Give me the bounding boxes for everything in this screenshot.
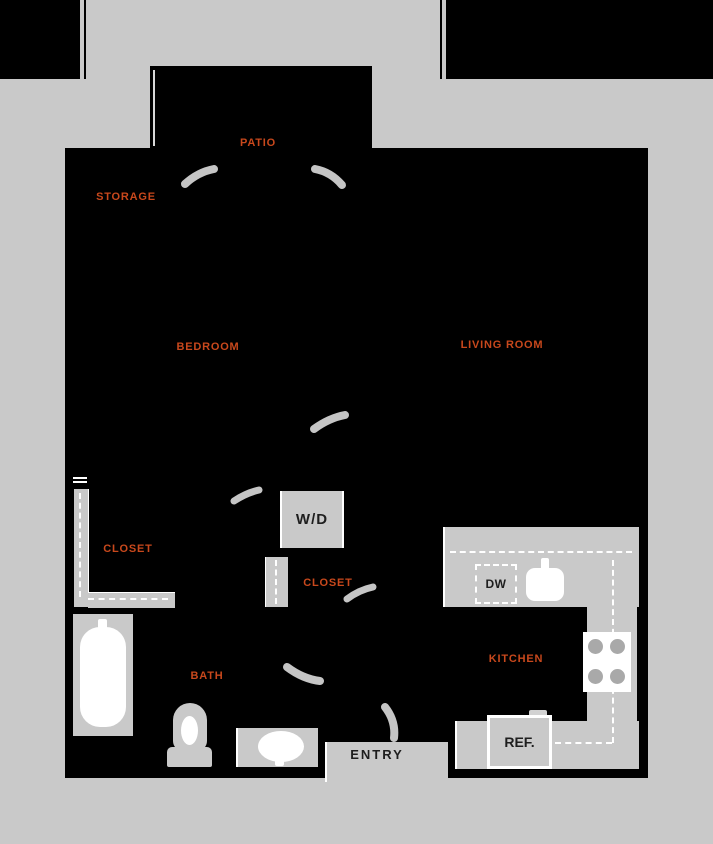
bathroom-vanity bbox=[236, 728, 318, 767]
entry-label: ENTRY bbox=[350, 747, 404, 762]
closet-shelf-vertical bbox=[74, 489, 89, 607]
wall-hairline-right bbox=[440, 0, 442, 79]
hall-closet-shelf bbox=[265, 557, 288, 607]
neighbor-block-top-left bbox=[0, 0, 80, 79]
bathtub-basin bbox=[80, 627, 126, 727]
closet-hall-label: CLOSET bbox=[303, 577, 353, 589]
bedroom-label: BEDROOM bbox=[176, 341, 240, 353]
closet-bedroom-label: CLOSET bbox=[103, 543, 153, 555]
living-room-label: LIVING ROOM bbox=[460, 339, 544, 351]
unit-body bbox=[65, 148, 648, 778]
closet-door-jamb-mark bbox=[73, 481, 87, 483]
kitchen-sink bbox=[526, 568, 564, 601]
stove-burner bbox=[610, 669, 625, 684]
washer-dryer-label: W/D bbox=[295, 511, 329, 528]
neighbor-block-top-right bbox=[446, 0, 713, 79]
toilet-tank bbox=[167, 747, 212, 767]
patio-label: PATIO bbox=[240, 137, 276, 149]
kitchen-faucet bbox=[541, 558, 549, 572]
closet-shelf-horizontal bbox=[88, 592, 175, 608]
dishwasher-label: DW bbox=[485, 577, 507, 591]
bathroom-faucet bbox=[275, 749, 284, 766]
kitchen-label: KITCHEN bbox=[488, 653, 544, 665]
dishwasher: DW bbox=[475, 564, 517, 604]
bathtub bbox=[73, 614, 133, 736]
bath-label: BATH bbox=[190, 670, 224, 682]
counter-centerline bbox=[450, 551, 632, 553]
stove-burner bbox=[588, 639, 603, 654]
stove-burner bbox=[588, 669, 603, 684]
counter-centerline bbox=[555, 742, 612, 744]
patio-door-frame bbox=[153, 70, 155, 146]
bathtub-faucet bbox=[98, 619, 107, 634]
storage-label: STORAGE bbox=[96, 191, 156, 203]
refrigerator-label: REF. bbox=[504, 734, 535, 750]
toilet-seat bbox=[181, 716, 198, 745]
refrigerator: REF. bbox=[487, 715, 552, 769]
wall-hairline-left bbox=[84, 0, 86, 79]
refrigerator-handle bbox=[529, 710, 547, 716]
patio-area bbox=[150, 66, 372, 150]
stove bbox=[583, 632, 631, 692]
closet-door-jamb-mark bbox=[73, 477, 87, 479]
washer-dryer: W/D bbox=[280, 491, 344, 548]
entry-doorway: ENTRY bbox=[325, 742, 448, 782]
stove-burner bbox=[610, 639, 625, 654]
